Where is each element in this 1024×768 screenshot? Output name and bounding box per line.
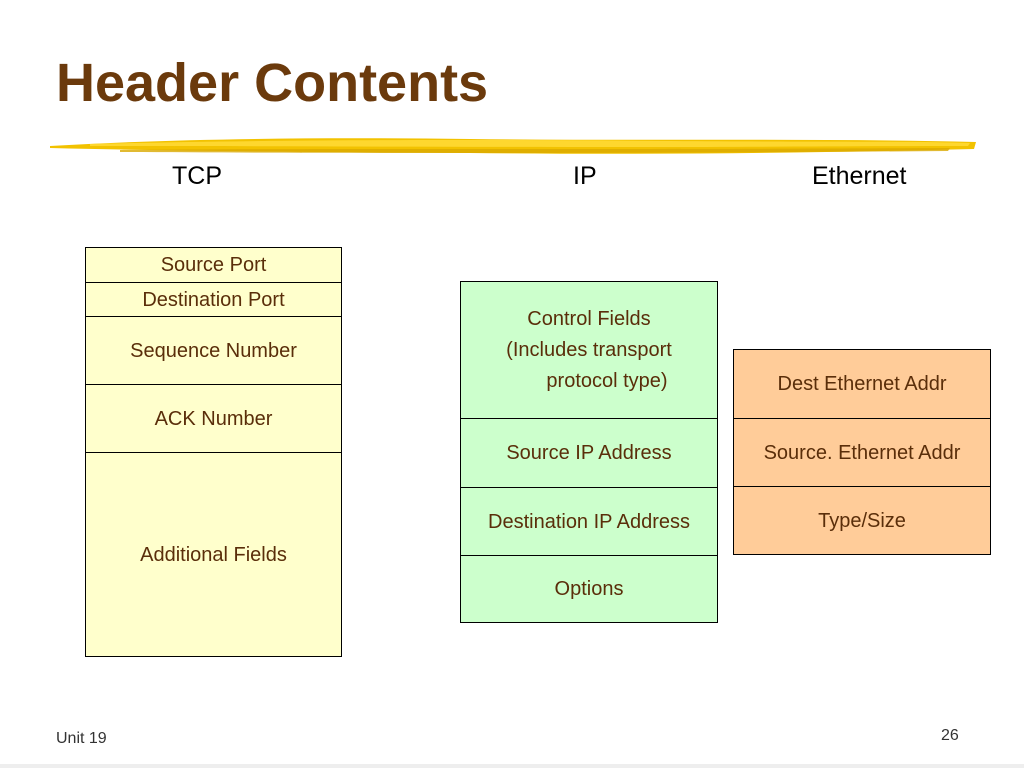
ip-header-box: Control Fields (Includes transport proto…: [460, 281, 718, 623]
ip-field-destination-ip: Destination IP Address: [461, 488, 717, 556]
ip-field-control-fields: Control Fields (Includes transport proto…: [461, 282, 717, 419]
slide-number: 26: [941, 727, 959, 744]
eth-field-source-addr: Source. Ethernet Addr: [734, 419, 990, 487]
tcp-heading: TCP: [172, 162, 222, 190]
title-underline-brush: [50, 138, 976, 154]
footer-unit-label: Unit 19: [56, 730, 107, 747]
tcp-field-additional-fields: Additional Fields: [140, 543, 287, 566]
slide-title: Header Contents: [56, 53, 489, 113]
tcp-field-destination-port: Destination Port: [86, 283, 341, 317]
bottom-strip: [0, 764, 1024, 768]
ip-field-source-ip: Source IP Address: [461, 419, 717, 488]
ip-field-options: Options: [554, 578, 624, 600]
tcp-header-box: Source Port Destination Port Sequence Nu…: [85, 247, 342, 657]
ip-control-line-3: protocol type): [546, 369, 668, 392]
ip-heading: IP: [573, 162, 597, 190]
ip-control-line-2: (Includes transport: [506, 338, 672, 361]
ip-control-line-1: Control Fields: [527, 307, 651, 330]
tcp-field-ack-number: ACK Number: [86, 385, 341, 453]
eth-field-dest-addr: Dest Ethernet Addr: [734, 350, 990, 419]
tcp-field-sequence-number: Sequence Number: [86, 317, 341, 385]
eth-field-type-size: Type/Size: [818, 509, 906, 532]
ethernet-heading: Ethernet: [812, 162, 907, 190]
ethernet-header-box: Dest Ethernet Addr Source. Ethernet Addr…: [733, 349, 991, 555]
tcp-field-source-port: Source Port: [86, 248, 341, 283]
